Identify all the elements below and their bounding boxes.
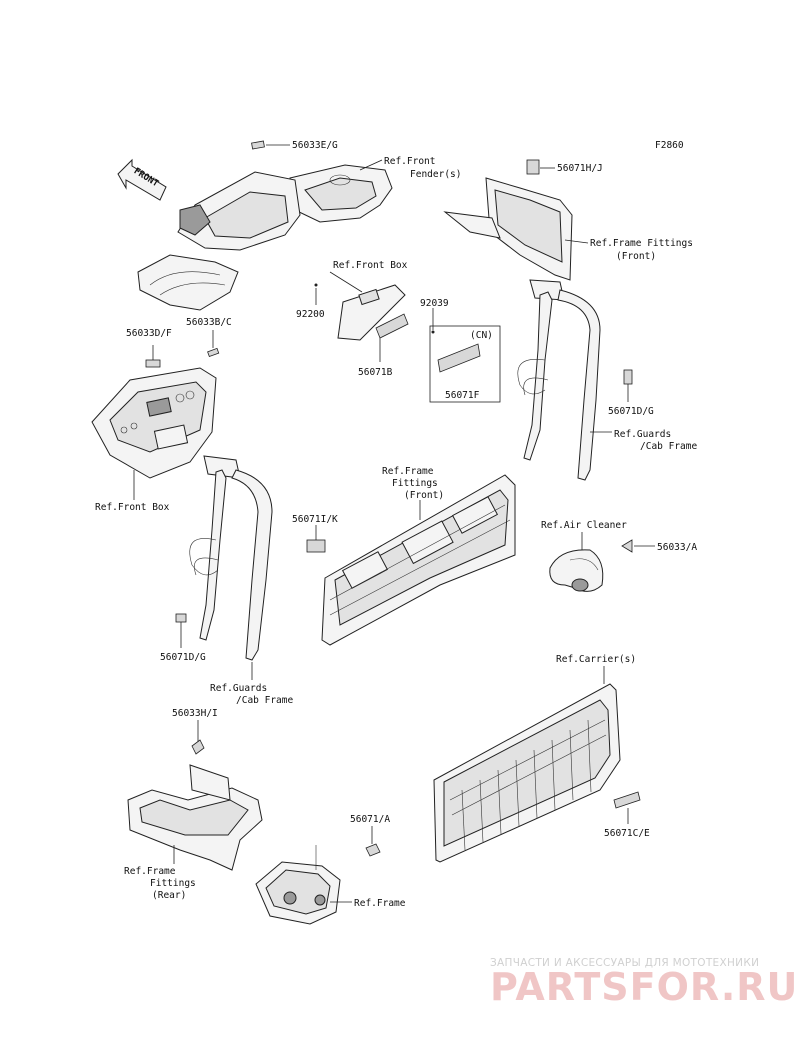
label-ref-front-box-top: Ref.Front Box <box>333 260 408 271</box>
label-56071D-G-right: 56071D/G <box>608 406 654 417</box>
decal-56033H-I <box>191 739 205 755</box>
front-arrow-icon: FRONT <box>117 158 167 201</box>
dashboard-front-box <box>91 347 220 479</box>
label-ref-guards-left-2: /Cab Frame <box>236 695 293 706</box>
label-ref-frame-fittings-front-a1: Ref.Frame Fittings <box>590 238 693 249</box>
label-56071H-J: 56071H/J <box>557 163 603 174</box>
decal-56071-A <box>365 843 381 857</box>
frame-fittings-front-panel <box>306 474 516 646</box>
label-56033D-F: 56033D/F <box>126 328 172 339</box>
label-ref-frame-fittings-rear-1: Ref.Frame <box>124 866 176 877</box>
decal-56033B-C <box>207 347 220 358</box>
decal-56071F <box>437 343 481 373</box>
label-ref-frame-fittings-front-b2: Fittings <box>392 478 438 489</box>
front-fender-assembly <box>137 140 393 311</box>
frame-bracket <box>255 843 381 925</box>
label-ref-guards-left-1: Ref.Guards <box>210 683 267 694</box>
watermark-line1: ЗАПЧАСТИ И АКСЕССУАРЫ ДЛЯ МОТОТЕХНИКИ <box>490 957 759 969</box>
decal-56071D-G-left <box>175 613 187 623</box>
decal-56033D-F <box>145 359 161 368</box>
label-ref-front-fender-2: Fender(s) <box>410 169 461 180</box>
label-56033H-I: 56033H/I <box>172 708 218 719</box>
guard-cab-frame-right <box>517 279 633 481</box>
decal-56033-A <box>621 539 633 553</box>
label-ref-front-fender-1: Ref.Front <box>384 156 435 167</box>
label-ref-carriers: Ref.Carrier(s) <box>556 654 636 665</box>
label-ref-guards-right-2: /Cab Frame <box>640 441 697 452</box>
label-56071F: 56071F <box>445 390 480 401</box>
label-92200: 92200 <box>296 309 325 320</box>
label-56071D-G-left: 56071D/G <box>160 652 206 663</box>
label-56071-A: 56071/A <box>350 814 390 825</box>
watermark-line2: PARTSFOR.RU <box>490 965 798 1009</box>
label-ref-frame-fittings-front-b3: (Front) <box>404 490 444 501</box>
label-ref-frame: Ref.Frame <box>354 898 406 909</box>
label-cn: (CN) <box>470 330 493 341</box>
carrier-assembly <box>433 683 641 863</box>
decal-56071B <box>375 313 409 339</box>
front-box-decals <box>314 283 501 403</box>
label-56071B: 56071B <box>358 367 393 378</box>
guard-cab-frame-left <box>175 455 273 661</box>
label-ref-front-box-bottom: Ref.Front Box <box>95 502 170 513</box>
label-56071C-E: 56071C/E <box>604 828 650 839</box>
label-56033-A: 56033/A <box>657 542 697 553</box>
label-ref-air-cleaner: Ref.Air Cleaner <box>541 520 627 531</box>
decal-56071D-G-right <box>623 369 633 385</box>
decal-56071C-E <box>613 791 641 809</box>
label-ref-frame-fittings-rear-3: (Rear) <box>152 890 186 901</box>
frame-fittings-front-top <box>443 159 573 281</box>
frame-fittings-rear <box>127 739 263 871</box>
label-56071I-K: 56071I/K <box>292 514 338 525</box>
decal-56033E-G <box>251 140 265 150</box>
decal-56071I-K <box>306 539 326 553</box>
label-ref-frame-fittings-rear-2: Fittings <box>150 878 196 889</box>
label-56033E-G: 56033E/G <box>292 140 338 151</box>
label-ref-guards-right-1: Ref.Guards <box>614 429 671 440</box>
diagram-code: F2860 <box>655 140 684 151</box>
label-ref-frame-fittings-front-b1: Ref.Frame <box>382 466 434 477</box>
air-cleaner <box>549 539 633 592</box>
cn-frame <box>429 325 501 403</box>
label-ref-frame-fittings-front-a2: (Front) <box>616 251 656 262</box>
decal-56071H-J <box>526 159 540 175</box>
label-56033B-C: 56033B/C <box>186 317 232 328</box>
label-92039: 92039 <box>420 298 449 309</box>
